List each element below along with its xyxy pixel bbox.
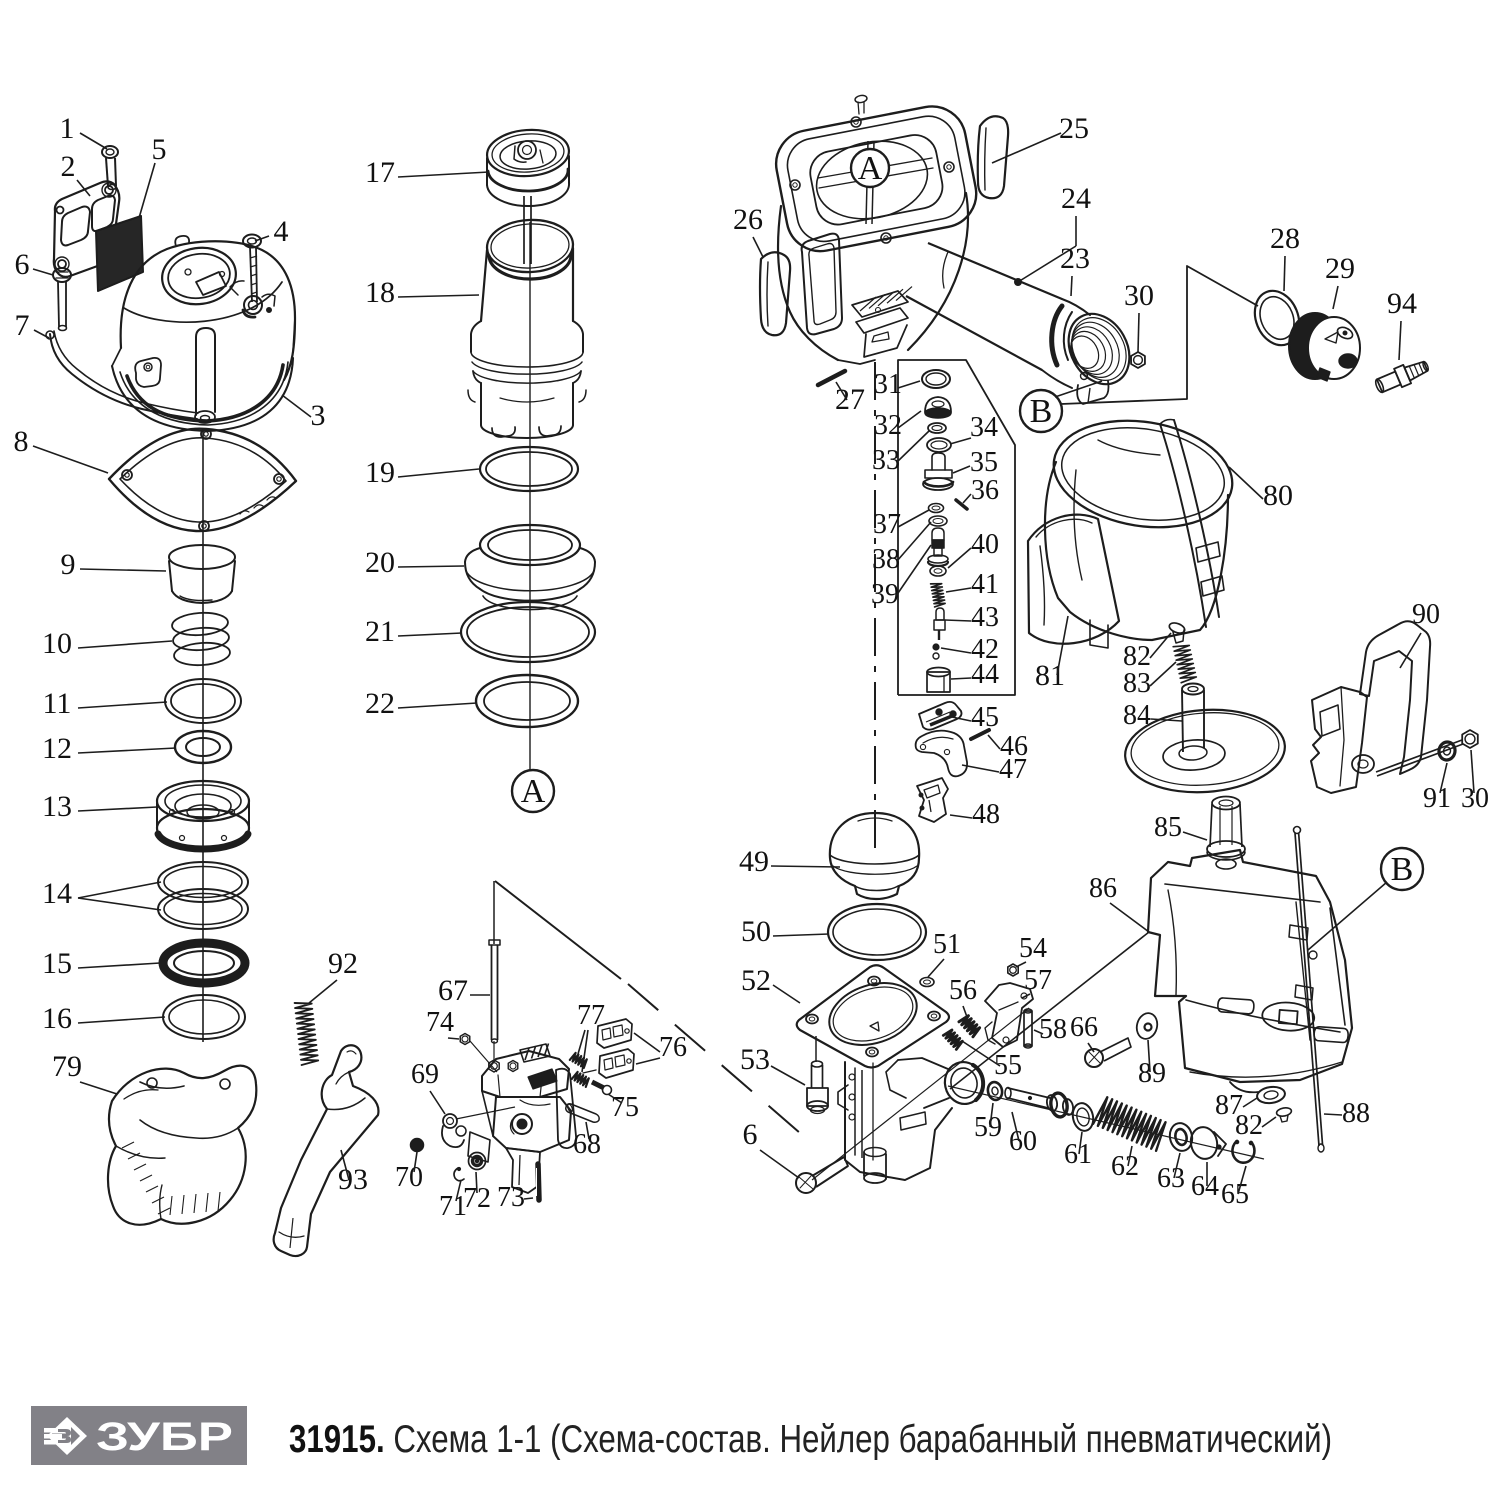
svg-text:18: 18	[365, 276, 395, 309]
svg-text:9: 9	[61, 548, 76, 581]
svg-text:6: 6	[743, 1118, 758, 1151]
svg-text:65: 65	[1221, 1179, 1249, 1210]
svg-text:68: 68	[573, 1129, 601, 1160]
svg-text:B: B	[1391, 851, 1414, 888]
svg-text:79: 79	[52, 1050, 82, 1083]
svg-text:17: 17	[365, 156, 395, 189]
svg-text:63: 63	[1157, 1163, 1185, 1194]
svg-text:48: 48	[972, 799, 1000, 830]
svg-text:49: 49	[739, 845, 769, 878]
svg-text:70: 70	[395, 1162, 423, 1193]
svg-text:42: 42	[971, 634, 999, 665]
svg-text:62: 62	[1111, 1151, 1139, 1182]
svg-text:91: 91	[1423, 783, 1451, 814]
svg-text:19: 19	[365, 456, 395, 489]
svg-text:57: 57	[1024, 965, 1052, 996]
svg-text:83: 83	[1123, 668, 1151, 699]
svg-text:76: 76	[659, 1032, 687, 1063]
svg-text:29: 29	[1325, 252, 1355, 285]
svg-text:25: 25	[1059, 112, 1089, 145]
svg-text:87: 87	[1215, 1090, 1243, 1121]
svg-text:93: 93	[338, 1163, 368, 1196]
svg-text:21: 21	[365, 615, 395, 648]
svg-text:8: 8	[14, 425, 29, 458]
svg-text:58: 58	[1039, 1014, 1067, 1045]
svg-text:81: 81	[1035, 659, 1065, 692]
svg-text:15: 15	[42, 947, 72, 980]
svg-text:34: 34	[970, 412, 998, 443]
svg-text:13: 13	[42, 790, 72, 823]
svg-text:45: 45	[971, 702, 999, 733]
svg-text:6: 6	[15, 248, 30, 281]
svg-text:5: 5	[152, 133, 167, 166]
svg-text:88: 88	[1342, 1098, 1370, 1129]
svg-text:82: 82	[1123, 641, 1151, 672]
svg-text:86: 86	[1089, 873, 1117, 904]
svg-text:10: 10	[42, 627, 72, 660]
svg-text:71: 71	[439, 1191, 467, 1222]
svg-text:1: 1	[60, 112, 75, 145]
svg-text:60: 60	[1009, 1126, 1037, 1157]
svg-text:40: 40	[971, 529, 999, 560]
svg-text:2: 2	[61, 150, 76, 183]
svg-text:37: 37	[873, 509, 901, 540]
svg-text:85: 85	[1154, 812, 1182, 843]
svg-text:39: 39	[871, 579, 899, 610]
svg-text:46: 46	[1000, 731, 1028, 762]
svg-text:22: 22	[365, 687, 395, 720]
svg-text:66: 66	[1070, 1012, 1098, 1043]
svg-text:16: 16	[42, 1002, 72, 1035]
svg-text:52: 52	[741, 964, 771, 997]
svg-text:61: 61	[1064, 1139, 1092, 1170]
svg-text:82: 82	[1235, 1110, 1263, 1141]
svg-text:A: A	[858, 150, 883, 187]
svg-text:38: 38	[872, 544, 900, 575]
svg-text:7: 7	[15, 309, 30, 342]
svg-text:26: 26	[733, 203, 763, 236]
svg-text:69: 69	[411, 1059, 439, 1090]
svg-text:59: 59	[974, 1112, 1002, 1143]
svg-text:12: 12	[42, 732, 72, 765]
svg-text:14: 14	[42, 877, 72, 910]
svg-text:32: 32	[874, 410, 902, 441]
svg-text:77: 77	[577, 1000, 605, 1031]
svg-text:53: 53	[740, 1043, 770, 1076]
svg-text:33: 33	[872, 445, 900, 476]
svg-text:20: 20	[365, 546, 395, 579]
svg-text:4: 4	[274, 215, 289, 248]
svg-text:56: 56	[949, 975, 977, 1006]
svg-text:41: 41	[971, 569, 999, 600]
svg-text:11: 11	[43, 687, 72, 720]
svg-text:30: 30	[1124, 279, 1154, 312]
svg-text:75: 75	[611, 1092, 639, 1123]
svg-text:47: 47	[999, 754, 1027, 785]
svg-text:43: 43	[971, 602, 999, 633]
svg-text:74: 74	[426, 1007, 454, 1038]
svg-text:50: 50	[741, 915, 771, 948]
svg-text:24: 24	[1061, 182, 1091, 215]
svg-text:94: 94	[1387, 287, 1417, 320]
svg-text:30: 30	[1461, 783, 1489, 814]
svg-text:35: 35	[970, 447, 998, 478]
svg-text:64: 64	[1191, 1171, 1219, 1202]
svg-text:31: 31	[874, 369, 902, 400]
svg-text:44: 44	[971, 659, 999, 690]
svg-text:23: 23	[1060, 242, 1090, 275]
svg-text:36: 36	[971, 475, 999, 506]
svg-text:89: 89	[1138, 1058, 1166, 1089]
svg-text:28: 28	[1270, 222, 1300, 255]
svg-text:67: 67	[438, 974, 468, 1007]
svg-text:92: 92	[328, 947, 358, 980]
svg-text:ЗУБР: ЗУБР	[96, 1415, 233, 1459]
svg-text:51: 51	[933, 929, 961, 960]
svg-text:B: B	[1030, 393, 1053, 430]
svg-text:31915. Схема 1-1 (Схема-состав: 31915. Схема 1-1 (Схема-состав. Нейлер б…	[289, 1418, 1332, 1461]
svg-text:73: 73	[497, 1182, 525, 1213]
svg-text:A: A	[521, 773, 546, 810]
svg-text:54: 54	[1019, 933, 1047, 964]
svg-text:80: 80	[1263, 479, 1293, 512]
svg-text:3: 3	[311, 399, 326, 432]
